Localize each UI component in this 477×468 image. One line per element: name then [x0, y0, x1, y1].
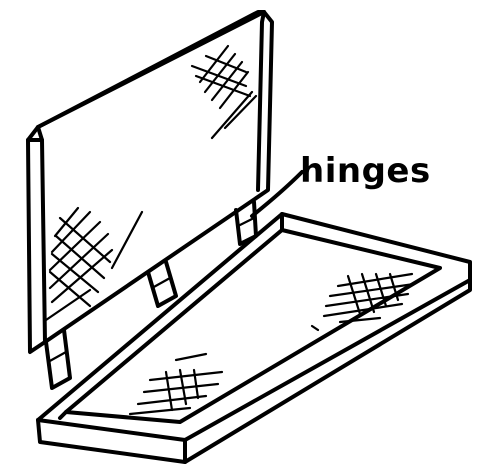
lid	[28, 12, 272, 352]
base-front-edge	[38, 280, 470, 462]
lid-hatching-top	[192, 46, 256, 138]
lid-hatching-bottom	[46, 208, 142, 320]
hinges-label: hinges	[300, 151, 431, 191]
base-inner-rim	[66, 230, 440, 422]
lid-left-edge	[38, 127, 45, 342]
lid-front-face	[28, 12, 272, 352]
base-tray	[38, 214, 470, 462]
hinges-callout: hinges	[252, 151, 431, 216]
